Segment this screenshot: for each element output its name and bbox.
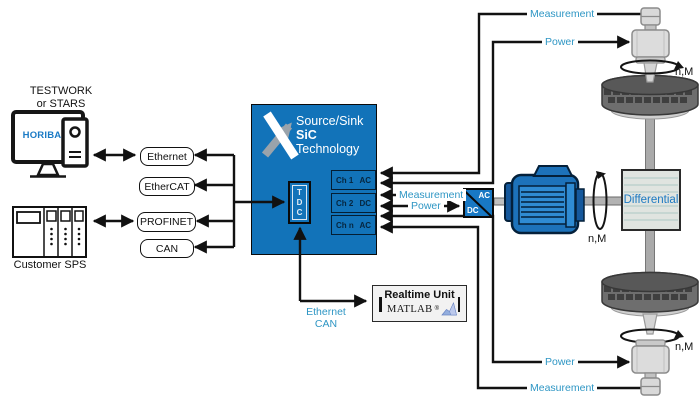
matlab-brand-row: MATLAB ® <box>387 302 457 316</box>
protocol-label: Ethernet <box>147 150 187 163</box>
coupling-bottom <box>640 377 661 396</box>
protocol-box-can: CAN <box>140 239 194 258</box>
matlab-logo-icon <box>441 302 457 316</box>
customer-sps-plc-icon <box>12 206 87 258</box>
converter-ac-label: AC <box>478 191 490 200</box>
wheel-bottom-tread <box>604 286 692 300</box>
channel-box-n: Ch n AC <box>331 215 376 235</box>
wheel-top-rim <box>610 100 690 120</box>
power-label-bottom: Power <box>542 356 578 368</box>
realtime-unit-box: Realtime Unit MATLAB ® <box>372 285 467 322</box>
customer-sps-label: Customer SPS <box>13 259 87 271</box>
input-shaft <box>583 196 623 206</box>
protocol-label: EtherCAT <box>144 180 190 193</box>
load-machine-bottom-icon <box>620 313 684 396</box>
power-line-top <box>379 35 631 190</box>
registered-mark: ® <box>434 306 439 312</box>
channel-box-1: Ch 1 AC <box>331 170 376 190</box>
protocol-box-ethernet: Ethernet <box>140 147 194 166</box>
tdc-module: T D C <box>288 181 311 224</box>
rotation-ellipse-mid <box>592 172 608 230</box>
testwork-pc-icon <box>11 110 89 178</box>
channel-name: Ch 2 <box>336 198 354 208</box>
speed-torque-label-mid: n,M <box>588 233 607 245</box>
channel-type: AC <box>359 220 371 230</box>
protocol-box-profinet: PROFINET <box>137 212 196 232</box>
plc-led-dots <box>50 227 81 246</box>
title-line-2: SiC <box>296 128 317 142</box>
channel-name: Ch n <box>336 220 354 230</box>
source-sink-title: Source/Sink SiC Technology <box>296 114 363 156</box>
power-label-top: Power <box>542 36 578 48</box>
protocol-label: CAN <box>155 242 179 255</box>
tdc-letter: D <box>296 197 303 207</box>
matlab-wordmark: MATLAB <box>387 303 433 315</box>
power-label-mid: Power <box>408 200 444 212</box>
converter-dc-label: DC <box>467 206 479 215</box>
ethernet-can-label: Ethernet CAN <box>306 306 346 330</box>
converter-motor-shaft <box>493 197 508 206</box>
channel-name: Ch 1 <box>336 175 354 185</box>
protocol-label: PROFINET <box>139 216 194 228</box>
testwork-stars-label: TESTWORK or STARS <box>29 85 93 110</box>
electric-motor-icon <box>493 165 608 235</box>
speed-torque-label-top: n,M <box>675 66 694 78</box>
channel-type: AC <box>359 175 371 185</box>
wheel-top-tread <box>604 89 692 103</box>
source-sink-unit: Source/Sink SiC Technology T D C Ch 1 AC… <box>251 104 377 255</box>
realtime-unit-title: Realtime Unit <box>384 289 455 301</box>
wheel-bottom-icon <box>601 271 699 317</box>
tdc-inner-box: T D C <box>292 185 307 220</box>
title-line-1: Source/Sink <box>296 114 364 128</box>
axle-bottom <box>645 228 655 285</box>
ac-dc-converter: AC DC <box>463 188 494 218</box>
wheel-top-icon <box>601 74 699 120</box>
pc-tower-icon <box>61 117 89 168</box>
speed-torque-label-bottom: n,M <box>675 341 694 353</box>
axle-top <box>645 115 655 173</box>
protocol-box-ethercat: EtherCAT <box>139 177 195 196</box>
rotation-ellipse-bottom <box>620 328 680 344</box>
channel-box-2: Ch 2 DC <box>331 193 376 213</box>
monitor-stand-icon <box>36 162 60 177</box>
motor-ribs <box>521 191 564 218</box>
tdc-letter: T <box>297 187 302 197</box>
tdc-letter: C <box>296 207 303 217</box>
rotation-ellipse-top <box>620 59 680 75</box>
title-line-3: Technology <box>296 142 360 156</box>
coupling-top <box>640 7 661 26</box>
power-button-icon <box>69 126 81 138</box>
wheel-bottom-rim <box>610 297 690 317</box>
channel-type: DC <box>359 198 371 208</box>
measurement-line-top <box>379 12 642 180</box>
measurement-label-bottom: Measurement <box>527 382 598 394</box>
differential-label: Differential <box>623 194 679 206</box>
measurement-label-top: Measurement <box>527 8 598 20</box>
horiba-logo: HORIBA <box>22 130 62 141</box>
horiba-x-logo-icon <box>261 111 299 160</box>
